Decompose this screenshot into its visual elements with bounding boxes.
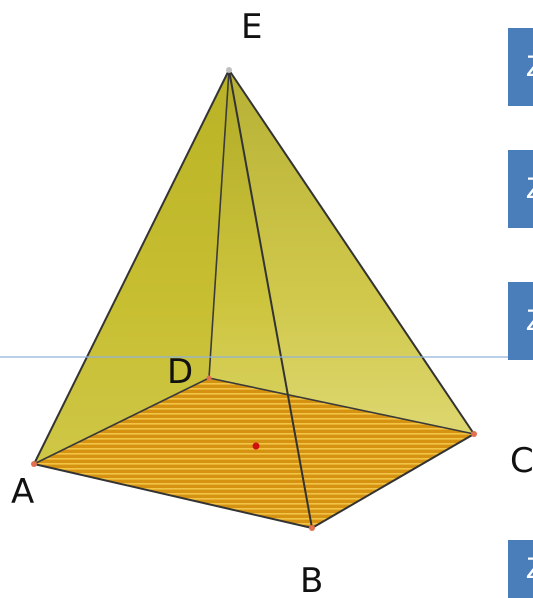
face-BCE [229, 70, 474, 528]
side-tab-2: Z [508, 150, 533, 228]
base-ABCD [34, 378, 474, 528]
edge-BE [228, 69, 313, 529]
point-D [206, 375, 212, 381]
point-E [226, 67, 232, 73]
label-C: C [510, 441, 533, 481]
edge-AB [33, 463, 313, 529]
side-tab-2-text: Z [526, 172, 533, 206]
side-tab-1: Z [508, 28, 533, 106]
edge-CE [228, 69, 475, 435]
base-center-point [252, 442, 260, 450]
edge-AE [33, 69, 230, 465]
side-tab-1-text: Z [526, 50, 533, 84]
edge-DE [208, 69, 230, 379]
label-B: B [300, 561, 323, 598]
edge-AD [33, 377, 210, 465]
point-C [471, 431, 477, 437]
label-A: A [11, 472, 34, 512]
side-tab-3-text: Z [526, 304, 533, 338]
side-tab-4-text: Z [526, 552, 533, 586]
point-B [309, 525, 315, 531]
front-edges [33, 69, 475, 529]
edge-DC [208, 377, 475, 435]
label-E: E [241, 7, 262, 47]
side-tab-3: Z [508, 282, 533, 360]
back-edges [33, 69, 475, 465]
side-tab-4: Z [508, 540, 533, 598]
label-D: D [167, 352, 193, 392]
point-A [31, 461, 37, 467]
edge-BC [311, 433, 475, 529]
